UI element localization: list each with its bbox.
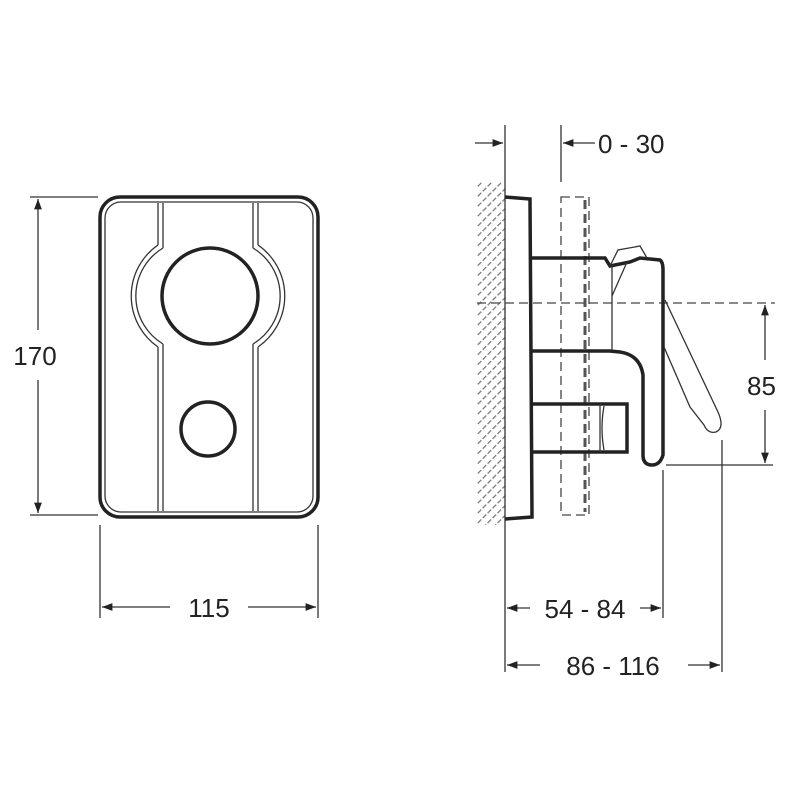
diverter-knob <box>179 400 237 458</box>
lever-handle <box>663 299 722 433</box>
offset-dimension <box>475 125 595 182</box>
groove-left <box>157 203 164 511</box>
side-view: 0 - 30 85 54 - 84 86 - 116 <box>475 125 776 681</box>
depth-label: 54 - 84 <box>545 594 626 624</box>
lever-top <box>609 245 648 350</box>
cover-plate-side <box>504 195 534 521</box>
cover-plate-inner <box>104 201 314 513</box>
cover-plate-outline <box>98 195 320 519</box>
temperature-knob <box>160 246 260 346</box>
height-label: 170 <box>13 341 56 371</box>
groove-right <box>252 203 259 511</box>
lever-height-dimension <box>666 305 773 466</box>
adjustable-range-outline <box>560 196 590 516</box>
lever-height-label: 85 <box>747 371 776 401</box>
spout <box>532 402 629 454</box>
width-label: 115 <box>188 593 229 623</box>
depth-dimension <box>507 470 664 618</box>
mixer-body <box>532 256 665 467</box>
wall-hatching <box>477 182 505 525</box>
width-dimension <box>99 525 319 618</box>
total-depth-dimension <box>507 440 723 672</box>
offset-label: 0 - 30 <box>598 129 665 159</box>
knob-recess <box>130 244 286 348</box>
height-dimension <box>30 196 98 516</box>
total-depth-label: 86 - 116 <box>566 651 659 681</box>
front-view: 170 115 <box>13 195 320 623</box>
